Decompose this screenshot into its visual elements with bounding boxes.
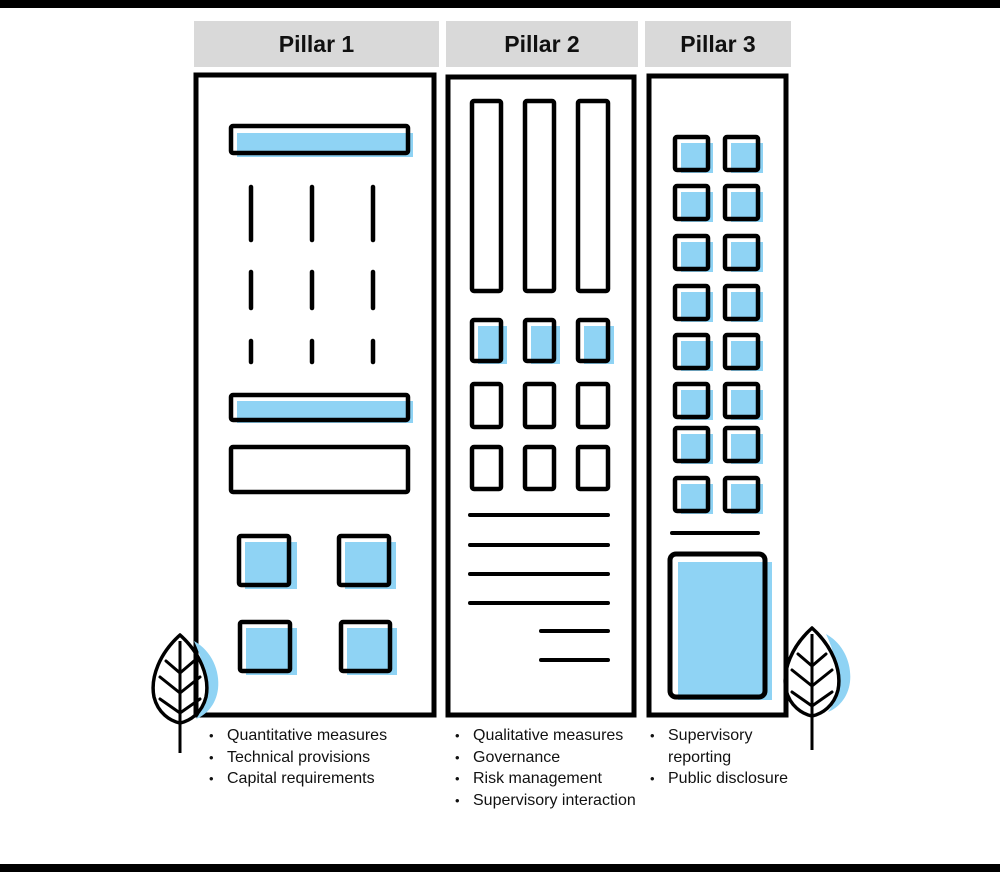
- pillar-3-square: [722, 134, 761, 173]
- pillar-3-square: [672, 425, 711, 464]
- pillar-2-frame: [445, 74, 637, 718]
- pillar-2-empty-squares: [469, 381, 611, 492]
- pillar-1-bar-2-fill: [237, 401, 413, 423]
- pillar-2-header: Pillar 2: [446, 21, 638, 67]
- pillar-3-square: [672, 332, 711, 371]
- pillar-1-dashes: [248, 184, 376, 365]
- pillar-3-panel: [667, 551, 768, 700]
- pillar-3-panel-fill: [678, 562, 772, 700]
- pillar-3-square: [672, 134, 711, 173]
- pillar-2-item: Qualitative measures: [451, 725, 641, 747]
- pillar-1-bar-3: [228, 444, 411, 495]
- pillar-2-text-lines: [468, 513, 610, 662]
- pillar-1-squares: [236, 533, 397, 675]
- pillar-3-square: [722, 425, 761, 464]
- pillar-3-square: [722, 332, 761, 371]
- pillar-2-columns: [469, 98, 611, 294]
- pillar-3-item: Public disclosure: [646, 768, 796, 790]
- pillar-2-item: Governance: [451, 747, 641, 769]
- pillar-2-blue-squares: [469, 317, 614, 364]
- pillar-3-square: [672, 283, 711, 322]
- pillar-3-square: [722, 475, 761, 514]
- pillar-1-item: Capital requirements: [205, 768, 445, 790]
- pillar-1-list: Quantitative measures Technical provisio…: [205, 725, 445, 790]
- leaf-icon: [151, 633, 219, 753]
- pillar-3-square: [672, 183, 711, 222]
- pillar-3-illustration: [646, 73, 789, 718]
- pillar-2-illustration: [445, 74, 637, 718]
- pillar-3-square: [722, 183, 761, 222]
- pillar-3-squares: [672, 134, 763, 514]
- pillar-3-square: [672, 475, 711, 514]
- pillar-3-list: Supervisory reporting Public disclosure: [646, 725, 796, 790]
- pillar-3-square: [672, 233, 711, 272]
- pillar-3-square: [722, 283, 761, 322]
- top-border: [0, 0, 1000, 8]
- pillar-2-item: Supervisory interaction: [451, 790, 641, 812]
- pillar-1-illustration: [193, 72, 437, 718]
- pillar-3-item: Supervisory reporting: [646, 725, 796, 768]
- pillar-3-header: Pillar 3: [645, 21, 791, 67]
- leaf-icon: [783, 626, 851, 750]
- pillar-1-header: Pillar 1: [194, 21, 439, 67]
- pillar-3-square: [722, 381, 761, 420]
- pillar-3-square: [722, 233, 761, 272]
- bottom-border: [0, 864, 1000, 872]
- pillar-1-bar-top: [228, 123, 411, 156]
- pillar-1-item: Quantitative measures: [205, 725, 445, 747]
- pillar-1-bar-2: [228, 392, 411, 423]
- pillar-1-item: Technical provisions: [205, 747, 445, 769]
- pillar-3-square: [672, 381, 711, 420]
- pillar-2-item: Risk management: [451, 768, 641, 790]
- pillar-2-list: Qualitative measures Governance Risk man…: [451, 725, 641, 811]
